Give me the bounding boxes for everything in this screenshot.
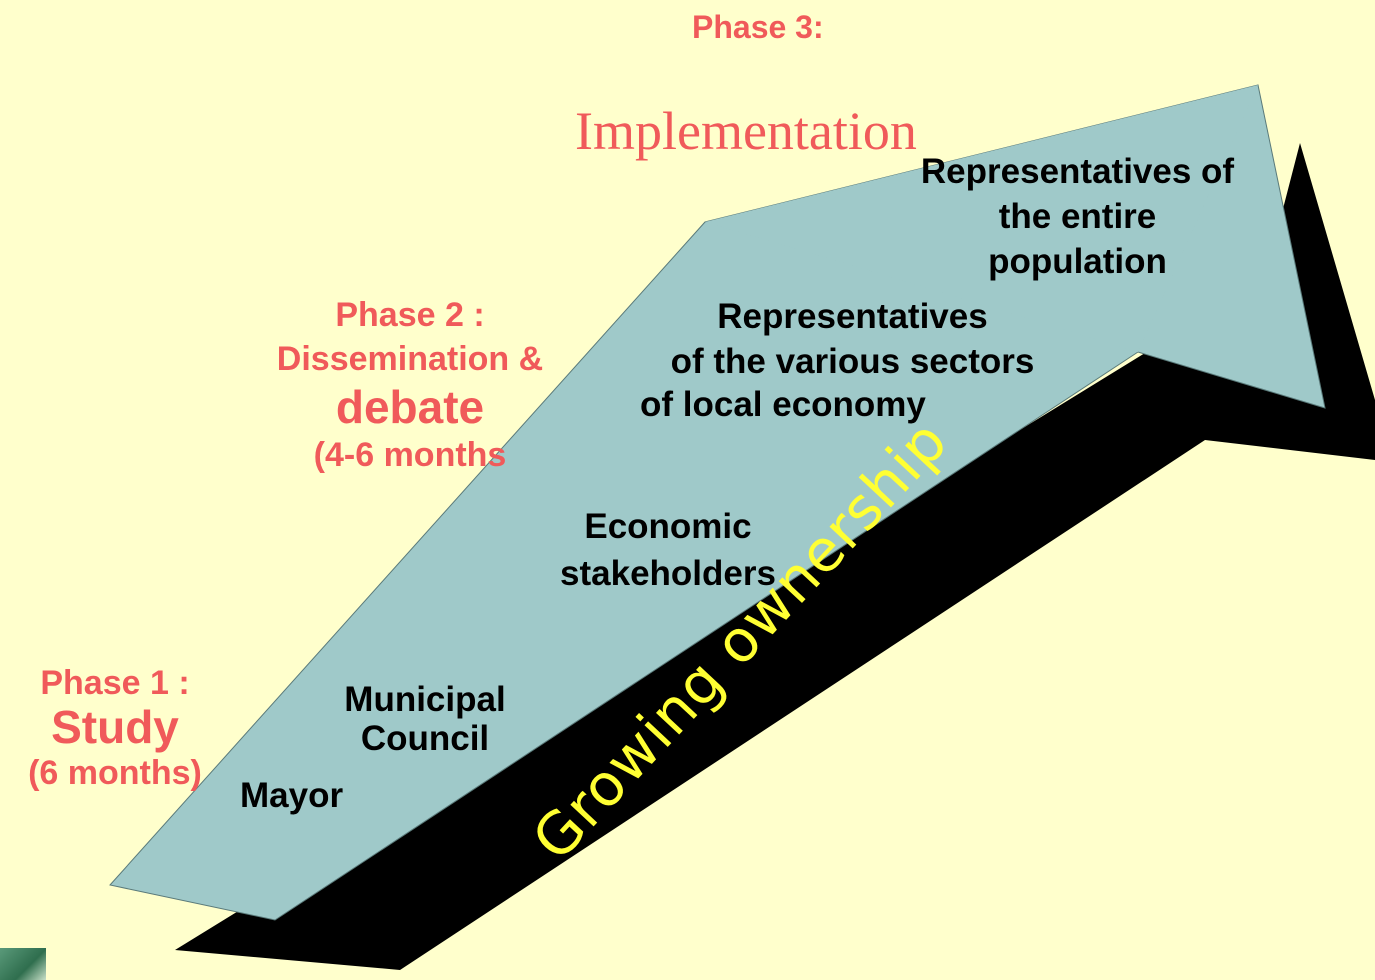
step-population-line2: the entire [998, 197, 1157, 237]
step-council-line2: Council [360, 719, 490, 759]
phase1-duration: (6 months) [28, 753, 202, 792]
step-mayor: Mayor [240, 776, 344, 815]
step-economic-line2: stakeholders [560, 554, 776, 594]
logo-thumbnail [0, 948, 46, 980]
phase2-duration: (4-6 months [313, 435, 507, 474]
phase3-title: Phase 3: [692, 9, 824, 45]
phase1-title: Phase 1 : [40, 664, 190, 702]
phase1-label: Phase 1 : Study (6 months) [10, 664, 220, 792]
phase1-name: Study [51, 701, 179, 754]
arrow-notch [705, 85, 1258, 352]
phase2-line1: Dissemination & [276, 340, 544, 379]
step-population-line3: population [988, 242, 1167, 282]
step-sector-representatives: Representatives of the various sectors o… [640, 297, 1065, 425]
step-sectors-line3: of local economy [640, 385, 926, 425]
step-sectors-line1: Representatives [717, 297, 988, 336]
phase3-name: Implementation [575, 101, 917, 161]
step-population-line1: Representatives of [920, 152, 1235, 191]
phase2-label: Phase 2 : Dissemination & debate (4-6 mo… [255, 296, 565, 474]
step-council-line1: Municipal [344, 680, 506, 719]
step-population-representatives: Representatives of the entire population [890, 152, 1265, 282]
step-economic-stakeholders: Economic stakeholders [548, 507, 788, 593]
phase2-name: debate [335, 381, 485, 434]
step-economic-line1: Economic [584, 507, 752, 546]
phase2-title: Phase 2 : [335, 296, 485, 334]
step-municipal-council: Municipal Council [330, 680, 520, 758]
step-sectors-line2: of the various sectors [670, 342, 1035, 382]
